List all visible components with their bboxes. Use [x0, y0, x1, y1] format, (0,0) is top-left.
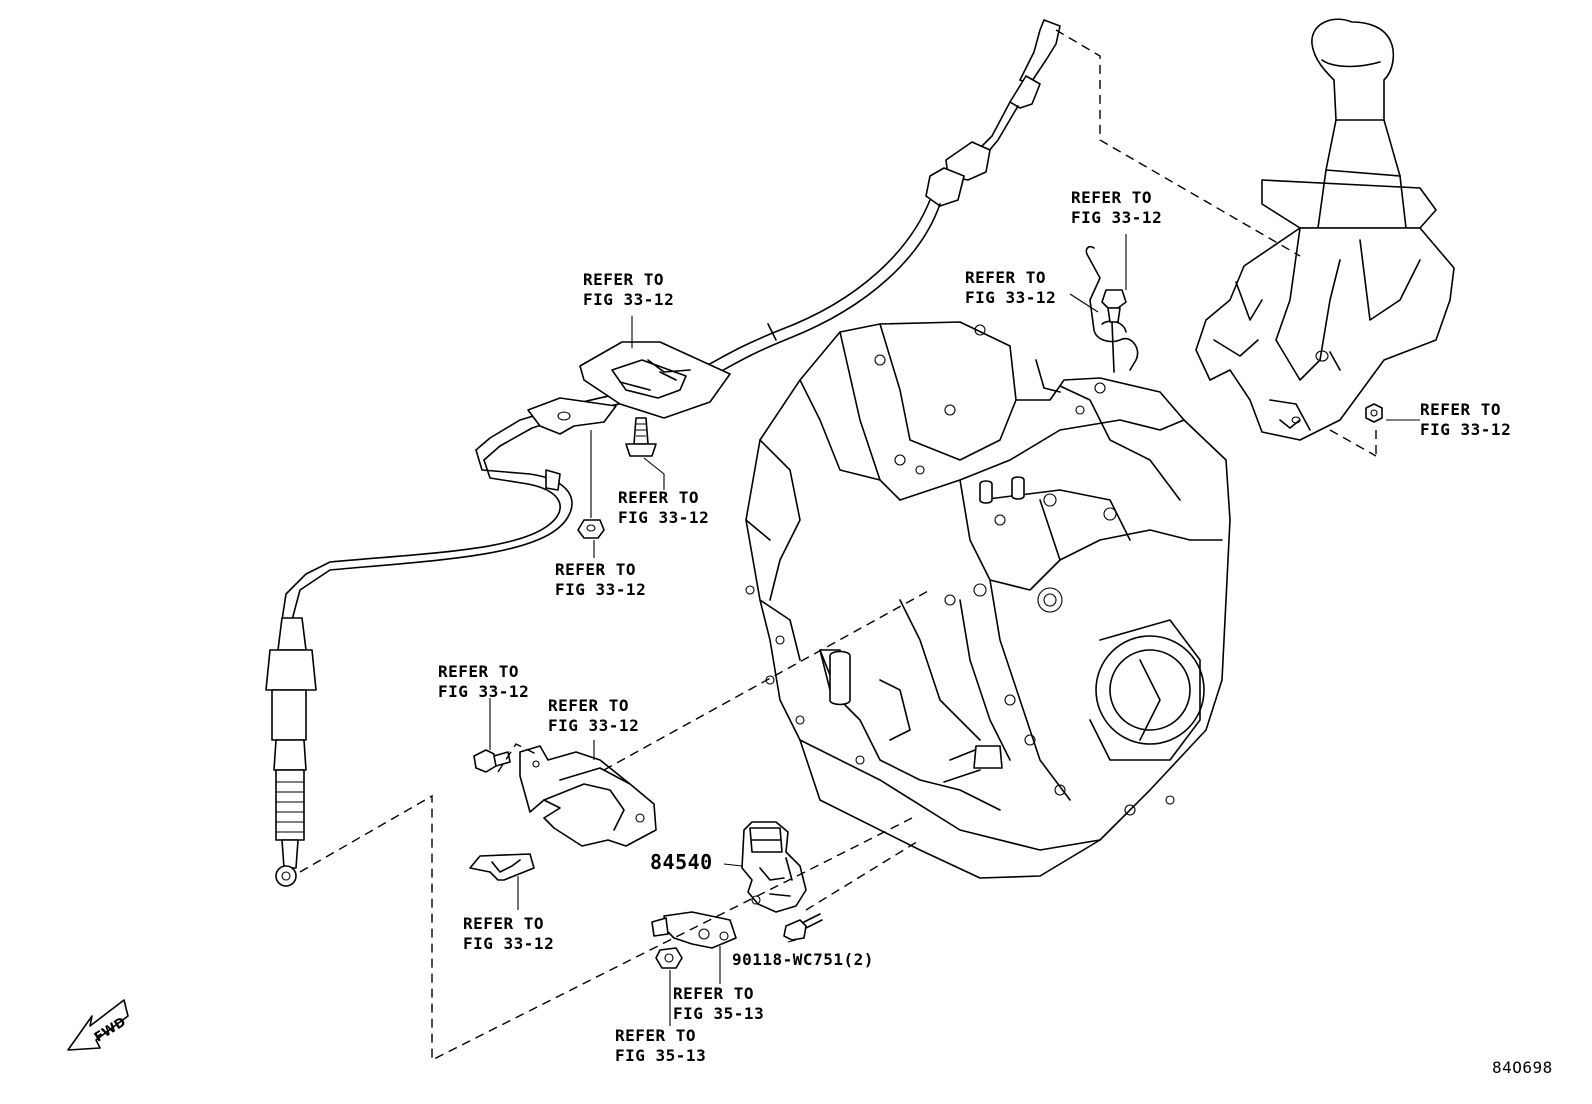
retaining-clip	[469, 853, 535, 881]
shift-lever-assembly	[1195, 18, 1455, 441]
part-number-bolt: 90118-WC751(2)	[732, 950, 874, 969]
lever-nut	[655, 947, 683, 969]
cable-bracket	[527, 397, 617, 435]
cable-bolt	[625, 417, 657, 457]
diagram-id: 84O698	[1492, 1058, 1553, 1077]
fwd-arrow-icon: FWD	[67, 999, 129, 1051]
transaxle-assembly	[745, 321, 1231, 879]
park-neutral-position-switch	[741, 821, 807, 913]
leader-lines	[489, 234, 1420, 1026]
bracket-bolt	[473, 749, 511, 773]
detent-bolt	[1101, 289, 1127, 373]
switch-bolt	[783, 913, 823, 941]
cable-nut	[577, 519, 605, 539]
cable-grommet-plate	[579, 341, 731, 419]
shift-cable-bracket	[519, 745, 657, 847]
control-shaft-lever	[651, 911, 737, 949]
transmission-control-cable	[265, 19, 1061, 887]
part-number-switch: 84540	[650, 850, 713, 874]
assembly-dashed-lines	[299, 29, 1377, 1062]
